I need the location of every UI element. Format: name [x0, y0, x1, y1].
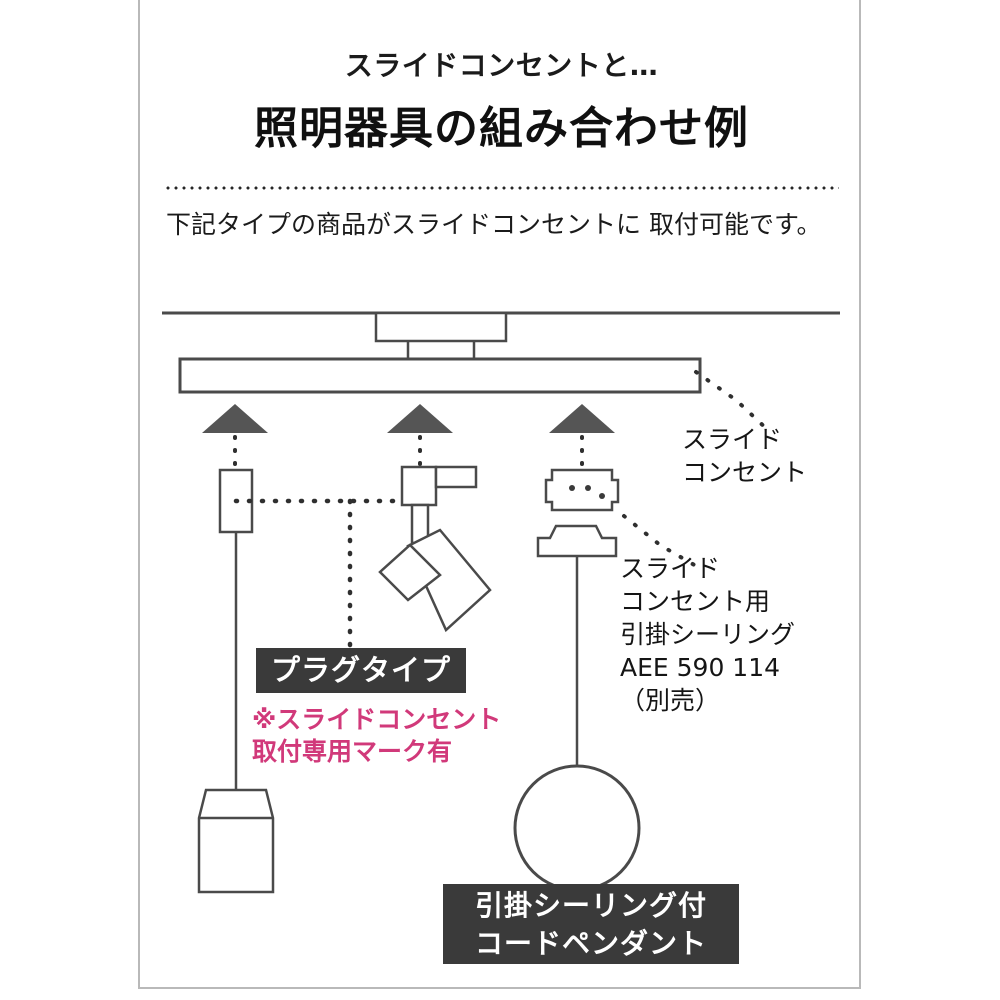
spotlight-head	[406, 528, 492, 633]
annotation-slide-outlet: スライド コンセント	[682, 425, 808, 487]
mounting-box	[374, 311, 508, 343]
page-subtitle: 下記タイプの商品がスライドコンセントに 取付可能です。	[166, 210, 822, 239]
plug-adapter-spotlight	[400, 465, 438, 507]
arrow-middle-icon	[387, 404, 453, 433]
arrow-left-icon	[202, 404, 268, 433]
spotlight-rear-cap	[378, 543, 442, 602]
spotlight-stem	[410, 503, 430, 545]
plug-adapter-left	[218, 468, 254, 534]
page-title: 照明器具の組み合わせ例	[254, 103, 749, 154]
dotted-divider	[164, 186, 839, 190]
rose-contact-dot-3	[599, 493, 605, 499]
annotation-hook-ceiling: スライド コンセント用 引掛シーリング AEE 590 114 （別売）	[620, 554, 796, 715]
page-title-small: スライドコンセントと…	[344, 49, 659, 82]
note-slide-outlet-mark: ※スライドコンセント 取付専用マーク有	[252, 705, 502, 766]
cylinder-pendant-shade	[197, 788, 275, 894]
badge-plug-type: プラグタイプ	[256, 648, 466, 693]
globe-pendant-shade	[513, 764, 641, 892]
track-rail	[178, 357, 702, 394]
rose-contact-dot-2	[585, 485, 591, 491]
badge-cord-pendant: 引掛シーリング付 コードペンダント	[443, 884, 739, 964]
spotlight-adapter-tab	[434, 465, 478, 489]
arrow-right-icon	[549, 404, 615, 433]
content-panel: スライドコンセントと… 照明器具の組み合わせ例 下記タイプの商品がスライドコンセ…	[138, 0, 861, 989]
rose-contact-dot-1	[569, 485, 575, 491]
slide-outlet-ceiling-rose	[544, 468, 620, 512]
hook-ceiling-cap	[536, 524, 618, 558]
